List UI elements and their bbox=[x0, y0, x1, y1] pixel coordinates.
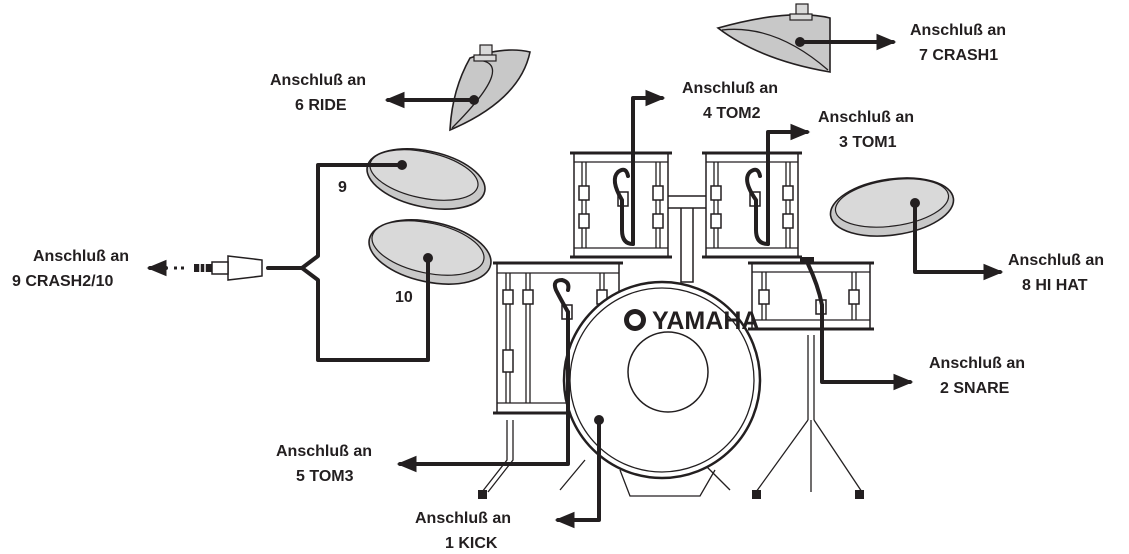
label-snare-line2: 2 SNARE bbox=[940, 380, 1010, 397]
label-snare-line1: Anschluß an bbox=[929, 355, 1025, 372]
brand-text: YAMAHA bbox=[652, 307, 759, 335]
pad-9-number: 9 bbox=[338, 179, 347, 196]
pad-10-number: 10 bbox=[395, 289, 413, 306]
label-kick-line1: Anschluß an bbox=[415, 510, 511, 527]
jack-plug bbox=[194, 255, 263, 281]
yamaha-logo: YAMAHA bbox=[624, 307, 759, 335]
label-kick-line2: 1 KICK bbox=[445, 535, 498, 552]
wire-kick bbox=[554, 418, 601, 529]
label-tom3-line1: Anschluß an bbox=[276, 443, 372, 460]
label-tom2: Anschluß an 4 TOM2 bbox=[682, 80, 778, 122]
wire-snare bbox=[820, 303, 914, 391]
foot-left bbox=[478, 490, 487, 499]
pad-10 bbox=[368, 219, 492, 285]
label-tom3-line2: 5 TOM3 bbox=[296, 468, 354, 485]
label-crash2-line2: 9 CRASH2/10 bbox=[12, 273, 113, 290]
label-tom2-line1: Anschluß an bbox=[682, 80, 778, 97]
wire-tom1 bbox=[766, 123, 811, 246]
hihat-pad bbox=[829, 177, 955, 237]
label-hihat: Anschluß an 8 HI HAT bbox=[1008, 252, 1104, 294]
kick-drum: YAMAHA bbox=[562, 280, 762, 480]
label-crash1-line1: Anschluß an bbox=[910, 22, 1006, 39]
label-hihat-line1: Anschluß an bbox=[1008, 252, 1104, 269]
wire-hihat bbox=[913, 201, 1004, 281]
wire-tom3 bbox=[396, 310, 570, 473]
label-tom1: Anschluß an 3 TOM1 bbox=[818, 109, 914, 151]
label-crash2-line1: Anschluß an bbox=[33, 248, 129, 265]
wire-tom2 bbox=[631, 89, 666, 246]
label-hihat-line2: 8 HI HAT bbox=[1022, 277, 1088, 294]
label-ride-line1: Anschluß an bbox=[270, 72, 366, 89]
label-crash1: Anschluß an 7 CRASH1 bbox=[910, 22, 1006, 64]
label-tom3: Anschluß an 5 TOM3 bbox=[276, 443, 372, 485]
label-snare: Anschluß an 2 SNARE bbox=[929, 355, 1025, 397]
foot-right bbox=[855, 490, 864, 499]
label-crash1-line2: 7 CRASH1 bbox=[919, 47, 998, 64]
pad-9 bbox=[366, 148, 486, 210]
foot-mid bbox=[752, 490, 761, 499]
label-crash2: Anschluß an 9 CRASH2/10 bbox=[12, 248, 129, 290]
label-tom1-line1: Anschluß an bbox=[818, 109, 914, 126]
cables bbox=[146, 33, 1004, 529]
label-tom2-line2: 4 TOM2 bbox=[703, 105, 761, 122]
ride-cymbal-pad bbox=[449, 44, 531, 132]
crash1-cymbal-pad bbox=[716, 3, 831, 73]
label-kick: Anschluß an 1 KICK bbox=[415, 510, 511, 552]
wire-pad10 bbox=[300, 256, 430, 362]
wire-pad9 bbox=[300, 163, 404, 270]
label-ride: Anschluß an 6 RIDE bbox=[270, 72, 366, 114]
label-ride-line2: 6 RIDE bbox=[295, 97, 347, 114]
label-tom1-line2: 3 TOM1 bbox=[839, 134, 897, 151]
